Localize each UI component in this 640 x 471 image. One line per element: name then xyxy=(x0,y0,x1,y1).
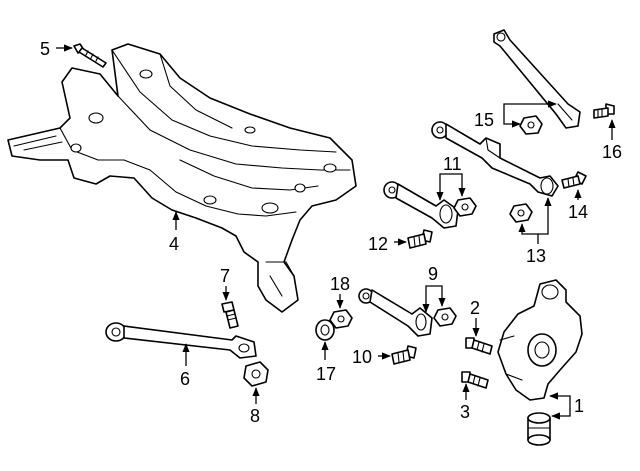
callout-9: 9 xyxy=(428,264,438,284)
callout-4: 4 xyxy=(169,234,179,254)
nut-8[interactable] xyxy=(243,361,269,387)
lateral-link-13[interactable] xyxy=(431,121,559,197)
bolt-7[interactable] xyxy=(221,301,239,329)
bolt-16[interactable] xyxy=(593,103,615,119)
callout-11: 11 xyxy=(443,154,462,174)
callout-5: 5 xyxy=(40,39,50,59)
bolt-12[interactable] xyxy=(407,229,433,249)
callout-15: 15 xyxy=(474,110,494,130)
callout-3: 3 xyxy=(460,402,470,422)
callout-2: 2 xyxy=(470,298,480,318)
callout-14: 14 xyxy=(568,202,588,222)
callout-13: 13 xyxy=(526,246,546,266)
control-link-9[interactable] xyxy=(358,288,433,337)
nut-9[interactable] xyxy=(433,307,457,327)
washer-17[interactable] xyxy=(315,319,335,341)
knuckle-1[interactable] xyxy=(497,279,583,401)
callout-18: 18 xyxy=(330,274,350,294)
nut-13[interactable] xyxy=(509,203,533,223)
trailing-link-6[interactable] xyxy=(105,322,257,359)
callout-6: 6 xyxy=(180,369,190,389)
bolt-5[interactable] xyxy=(73,43,107,68)
nut-18[interactable] xyxy=(329,309,353,329)
callout-16: 16 xyxy=(602,142,622,162)
callout-17: 17 xyxy=(316,364,336,384)
bushing-1[interactable] xyxy=(527,412,551,446)
leader-lines xyxy=(56,44,616,420)
callout-7: 7 xyxy=(220,266,230,286)
nut-15[interactable] xyxy=(519,115,543,135)
bolt-14[interactable] xyxy=(561,171,587,189)
callout-8: 8 xyxy=(250,406,260,426)
callout-1: 1 xyxy=(574,396,584,416)
callout-10: 10 xyxy=(352,347,372,367)
callout-labels: 5 4 15 16 11 12 13 14 7 18 9 17 10 6 8 2… xyxy=(40,39,622,426)
callout-12: 12 xyxy=(368,234,388,254)
nut-11[interactable] xyxy=(453,197,477,217)
bolt-10[interactable] xyxy=(391,345,417,365)
bolt-2[interactable] xyxy=(465,337,493,355)
bolt-3[interactable] xyxy=(461,371,489,389)
subframe-crossmember[interactable] xyxy=(7,43,357,313)
upper-control-arm-15[interactable] xyxy=(493,29,581,129)
toe-link-11[interactable] xyxy=(383,181,459,229)
